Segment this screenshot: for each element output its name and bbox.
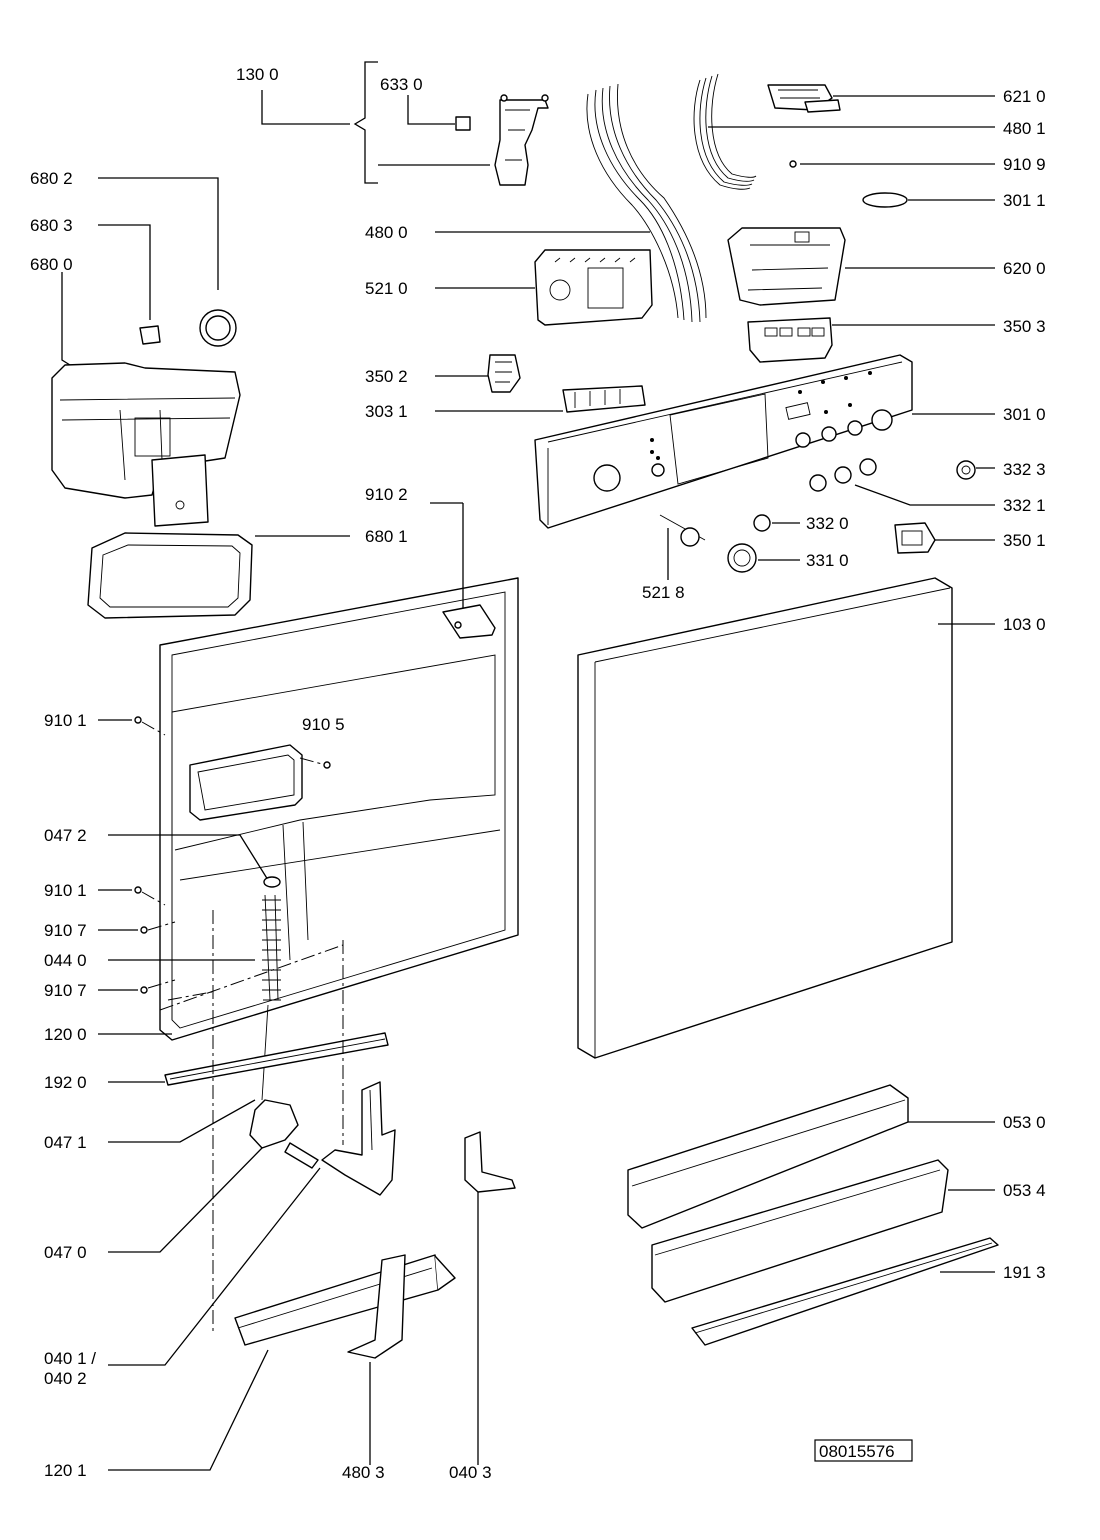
part-hinge-047	[108, 1099, 319, 1253]
part-332-0	[753, 514, 800, 532]
part-outer-door-103	[577, 577, 995, 1059]
part-332-1	[809, 458, 995, 506]
screws-910	[98, 716, 331, 994]
label-621-0: 621 0	[1003, 87, 1046, 106]
part-bracket-120-1	[108, 1254, 456, 1471]
label-301-1: 301 1	[1003, 191, 1046, 210]
part-rail-192	[108, 1032, 389, 1086]
label-910-7-a: 910 7	[44, 921, 87, 940]
part-350-3	[747, 317, 995, 363]
part-gasket-680-1	[87, 532, 350, 619]
part-620-0	[727, 227, 995, 306]
label-332-1: 332 1	[1003, 496, 1046, 515]
part-bracket-040	[108, 1081, 396, 1366]
label-191-3: 191 3	[1003, 1263, 1046, 1282]
label-301-0: 301 0	[1003, 405, 1046, 424]
label-332-0: 332 0	[806, 514, 849, 533]
label-633-0: 633 0	[380, 75, 423, 94]
diagram-id-box	[814, 1439, 913, 1462]
part-control-panel-301	[534, 354, 995, 529]
part-dispenser-680	[51, 177, 241, 527]
label-332-3: 332 3	[1003, 460, 1046, 479]
label-120-1: 120 1	[44, 1461, 87, 1480]
part-hinge-spring-044	[108, 834, 281, 1101]
part-inner-door-panel-120	[98, 502, 519, 1041]
label-680-0: 680 0	[30, 255, 73, 274]
part-wiring-harness-480	[435, 73, 995, 323]
label-331-0: 331 0	[806, 551, 849, 570]
part-332-3	[956, 460, 995, 480]
label-910-1-b: 910 1	[44, 881, 87, 900]
label-130-0: 130 0	[236, 65, 279, 84]
label-620-0: 620 0	[1003, 259, 1046, 278]
label-910-9: 910 9	[1003, 155, 1046, 174]
label-521-8: 521 8	[642, 583, 685, 602]
diagram-id: 08015576	[819, 1442, 895, 1461]
label-680-2: 680 2	[30, 169, 73, 188]
part-strip-191-3	[691, 1237, 999, 1346]
part-521-8	[659, 514, 706, 580]
label-103-0: 103 0	[1003, 615, 1046, 634]
label-053-0: 053 0	[1003, 1113, 1046, 1132]
part-strip-053-0	[627, 1084, 995, 1229]
label-350-1: 350 1	[1003, 531, 1046, 550]
label-350-3: 350 3	[1003, 317, 1046, 336]
part-301-1	[862, 192, 995, 208]
label-040-2: 040 2	[44, 1369, 87, 1388]
part-621-0	[767, 84, 995, 113]
label-910-5: 910 5	[302, 715, 345, 734]
label-680-3: 680 3	[30, 216, 73, 235]
label-910-1-a: 910 1	[44, 711, 87, 730]
part-350-2	[435, 354, 521, 393]
part-350-1	[894, 522, 995, 554]
part-door-lock-130	[261, 61, 549, 186]
label-053-4: 053 4	[1003, 1181, 1046, 1200]
label-047-0: 047 0	[44, 1243, 87, 1262]
label-192-0: 192 0	[44, 1073, 87, 1092]
label-040-1: 040 1 /	[44, 1349, 96, 1368]
label-521-0: 521 0	[365, 279, 408, 298]
label-910-7-b: 910 7	[44, 981, 87, 1000]
label-303-1: 303 1	[365, 402, 408, 421]
assembly-lines	[159, 910, 344, 1335]
label-480-0: 480 0	[365, 223, 408, 242]
label-680-1: 680 1	[365, 527, 408, 546]
part-control-board-521	[435, 249, 653, 326]
part-910-9	[789, 160, 995, 168]
part-331-0	[727, 543, 800, 573]
label-047-2: 047 2	[44, 826, 87, 845]
label-910-2: 910 2	[365, 485, 408, 504]
label-350-2: 350 2	[365, 367, 408, 386]
label-047-1: 047 1	[44, 1133, 87, 1152]
label-480-1: 480 1	[1003, 119, 1046, 138]
label-044-0: 044 0	[44, 951, 87, 970]
part-040-3	[464, 1131, 516, 1465]
label-480-3: 480 3	[342, 1463, 385, 1482]
part-303-1	[435, 385, 646, 413]
label-040-3: 040 3	[449, 1463, 492, 1482]
label-120-0: 120 0	[44, 1025, 87, 1044]
part-strip-053-4	[651, 1159, 995, 1303]
